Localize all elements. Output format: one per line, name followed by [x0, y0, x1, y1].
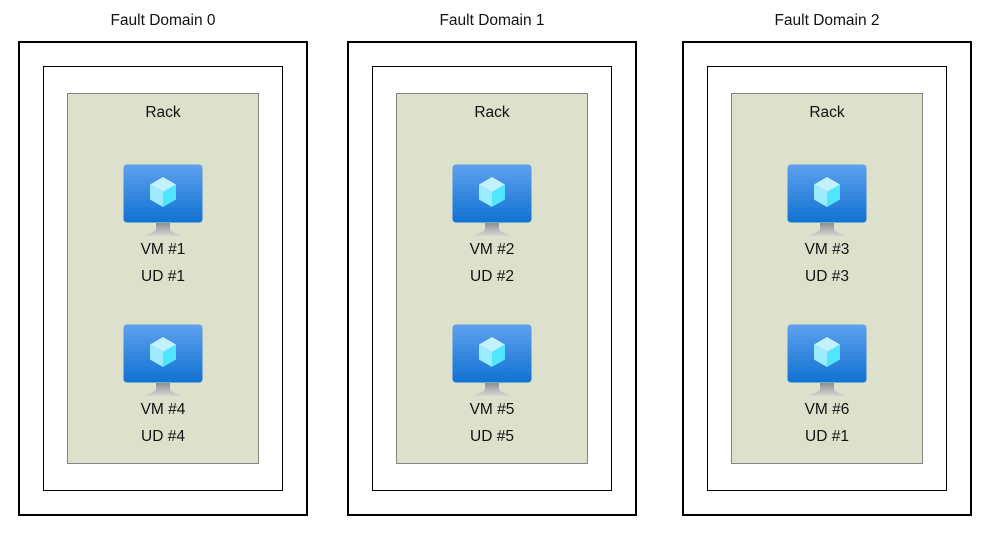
- rack-label: Rack: [474, 104, 510, 121]
- ud-label: UD #2: [470, 268, 514, 285]
- ud-label: UD #1: [805, 428, 849, 445]
- fault-domain-inner-box: Rack: [43, 66, 283, 491]
- vm-label: VM #5: [469, 401, 515, 418]
- vm-group: VM #3 UD #3: [732, 164, 922, 290]
- vm-monitor-cube-icon: [123, 164, 203, 236]
- vm-monitor-cube-icon: [452, 164, 532, 236]
- vm-group: VM #1 UD #1: [68, 164, 258, 290]
- ud-label: UD #1: [141, 268, 185, 285]
- fault-domain-inner-box: Rack VM #3 UD #3: [707, 66, 947, 491]
- fault-domain-inner-box: Rack VM #2 UD #2: [372, 66, 612, 491]
- rack: Rack: [67, 93, 259, 464]
- vm-group: VM #6 UD #1: [732, 324, 922, 450]
- fault-domain-outer-box: Rack VM #2 UD #2: [347, 41, 637, 516]
- vm-label: VM #4: [140, 401, 186, 418]
- vm-monitor-cube-icon: [123, 324, 203, 396]
- vm-monitor-cube-icon: [452, 324, 532, 396]
- fault-domain-title: Fault Domain 1: [439, 12, 545, 29]
- ud-label: UD #5: [470, 428, 514, 445]
- vm-label: VM #6: [804, 401, 850, 418]
- rack: Rack VM #2 UD #2: [396, 93, 588, 464]
- ud-label: UD #4: [141, 428, 185, 445]
- rack: Rack VM #3 UD #3: [731, 93, 923, 464]
- fault-domain-1: Fault Domain 1 Rack VM #2 UD #2: [347, 8, 637, 516]
- vm-group: VM #2 UD #2: [397, 164, 587, 290]
- rack-label: Rack: [809, 104, 845, 121]
- vm-group: VM #5 UD #5: [397, 324, 587, 450]
- fault-domain-title: Fault Domain 0: [110, 12, 216, 29]
- vm-group: VM #4 UD #4: [68, 324, 258, 450]
- fault-domain-outer-box: Rack VM #3 UD #3: [682, 41, 972, 516]
- vm-label: VM #1: [140, 241, 186, 258]
- vm-label: VM #3: [804, 241, 850, 258]
- fault-domain-outer-box: Rack: [18, 41, 308, 516]
- rack-label: Rack: [145, 104, 181, 121]
- fault-domain-title: Fault Domain 2: [774, 12, 880, 29]
- fault-domain-0: Fault Domain 0 Rack: [18, 8, 308, 516]
- ud-label: UD #3: [805, 268, 849, 285]
- fault-domain-2: Fault Domain 2 Rack VM #3 UD #3: [682, 8, 972, 516]
- vm-monitor-cube-icon: [787, 164, 867, 236]
- vm-label: VM #2: [469, 241, 515, 258]
- vm-monitor-cube-icon: [787, 324, 867, 396]
